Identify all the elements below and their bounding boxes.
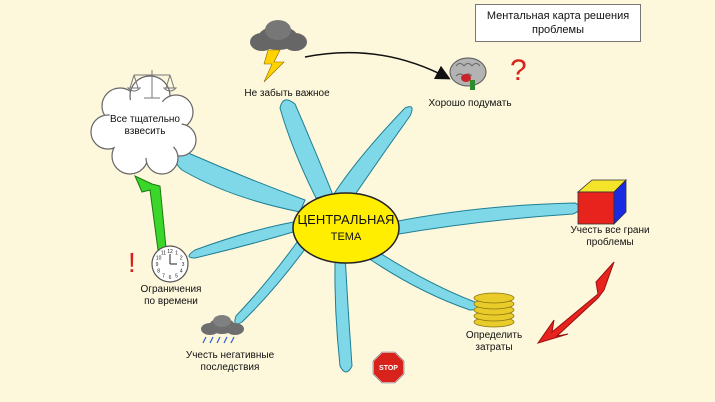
- node-costs-line2: затраты: [475, 342, 513, 353]
- node-costs-line1: Определить: [465, 330, 523, 341]
- clock-numeral: 4: [180, 269, 183, 275]
- node-think: Хорошо подумать: [428, 98, 512, 109]
- clock-numeral: 5: [175, 273, 178, 279]
- spokes: [175, 99, 581, 373]
- coins-icon: [473, 292, 515, 328]
- center-topic-shape: [292, 192, 400, 264]
- node-negative-line2: последствия: [200, 362, 260, 373]
- node-costs: Определить затраты: [454, 330, 534, 354]
- node-weigh-line2: взвесить: [124, 126, 166, 137]
- clock-numeral: 1: [175, 251, 178, 257]
- clock-numeral: 12: [167, 249, 173, 255]
- clock-numeral: 6: [169, 275, 172, 281]
- node-facets: Учесть все грани проблемы: [555, 225, 665, 249]
- clock-numeral: 9: [156, 262, 159, 268]
- clock-numeral: 7: [162, 273, 165, 279]
- spoke-negative: [234, 237, 309, 325]
- node-negative-line1: Учесть негативные: [185, 350, 275, 361]
- node-facets-line2: проблемы: [586, 237, 634, 248]
- red-double-arrow: [536, 261, 615, 344]
- spoke-important: [279, 99, 334, 199]
- rain-cloud-icon: [201, 315, 244, 344]
- node-time-line1: Ограничения: [140, 284, 202, 295]
- curved-arrow: [304, 51, 451, 80]
- stop-sign-icon: STOP: [372, 351, 405, 384]
- scales-icon: [126, 70, 178, 99]
- spoke-weigh: [175, 151, 306, 213]
- spoke-costs: [367, 249, 480, 311]
- clock-numeral: 11: [161, 251, 166, 257]
- node-time-line2: по времени: [144, 296, 198, 307]
- spoke-stop: [334, 254, 353, 373]
- clock-numeral: 8: [157, 269, 160, 275]
- spoke-think: [329, 106, 413, 206]
- center-topic-line2: ТЕМА: [331, 231, 362, 243]
- node-weigh: Все тщательно взвесить: [100, 114, 190, 138]
- spoke-facets: [392, 202, 581, 236]
- node-weigh-line1: Все тщательно: [110, 114, 180, 125]
- map-title: Ментальная карта решения проблемы: [475, 4, 641, 42]
- exclamation-mark: !: [128, 247, 136, 278]
- node-negative: Учесть негативные последствия: [170, 350, 290, 374]
- clock-numeral: 3: [182, 262, 185, 268]
- thought-cloud-weigh: [90, 75, 197, 175]
- center-topic-line1: ЦЕНТРАЛЬНАЯ: [298, 212, 395, 227]
- stop-sign-text: STOP: [379, 365, 398, 372]
- question-mark: ?: [510, 54, 527, 87]
- node-time: Ограничения по времени: [126, 284, 216, 308]
- brain-icon: [449, 57, 487, 90]
- green-arrow: [134, 174, 167, 251]
- node-facets-line1: Учесть все грани: [570, 225, 650, 236]
- thundercloud-icon: [250, 20, 307, 83]
- spoke-time: [188, 219, 306, 259]
- cube-icon: [576, 179, 627, 225]
- node-important: Не забыть важное: [244, 88, 330, 99]
- clock-numeral: 2: [180, 256, 183, 262]
- clock-numeral: 10: [156, 256, 162, 262]
